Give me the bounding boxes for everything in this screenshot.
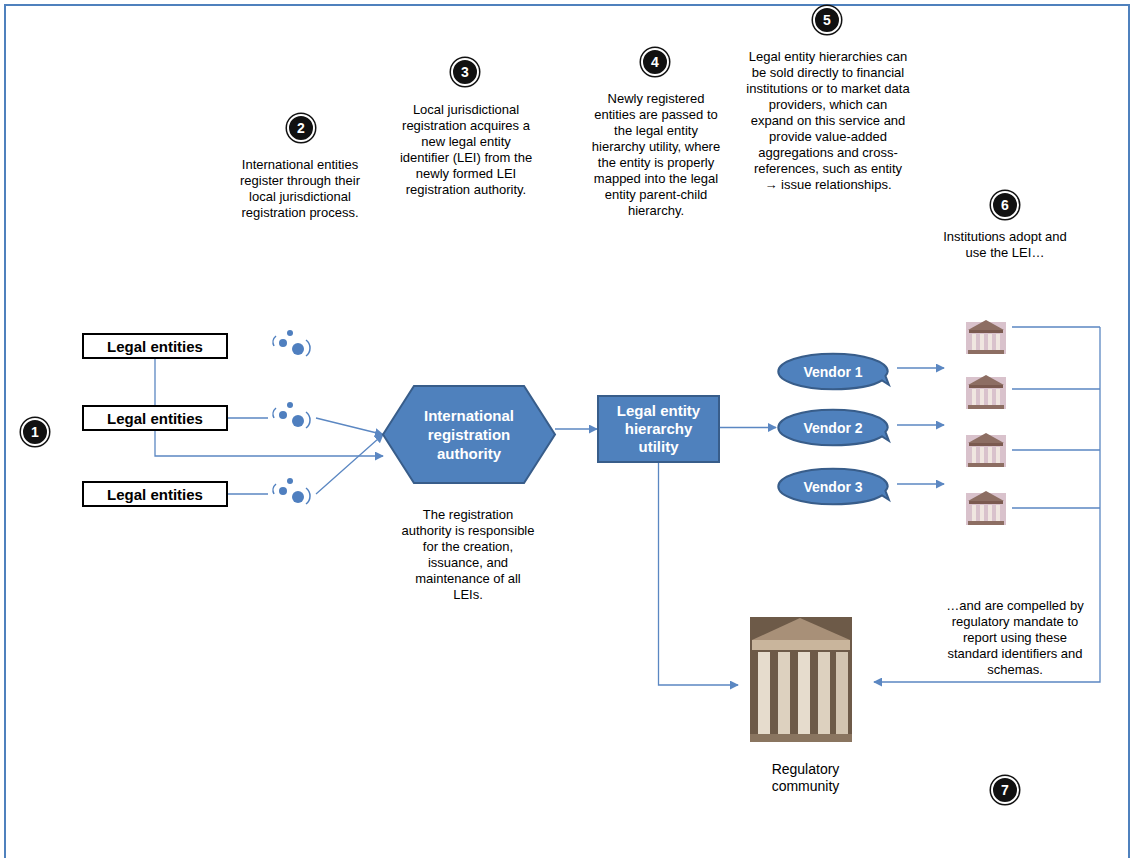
callout-number: 6 (991, 191, 1019, 219)
annotation-text: Institutions adopt and use the LEI… (938, 229, 1072, 261)
connector (228, 435, 383, 495)
node-text: Legal entities (107, 338, 203, 355)
connector (720, 427, 776, 428)
utility-box: Legal entity hierarchy utility (597, 395, 720, 463)
annotation-text: The registration authority is responsibl… (400, 507, 536, 603)
registration-blobs (273, 330, 310, 504)
vendor-institution-arrows (897, 368, 944, 484)
callout-number: 3 (451, 58, 479, 86)
institution-icon (966, 375, 1006, 409)
institution-icon (966, 433, 1006, 467)
annotation-text: International entities register through … (232, 157, 368, 221)
institution-icon (966, 320, 1006, 354)
annotation-text: Local jurisdictional registration acquir… (398, 102, 534, 198)
entity-box: Legal entities (82, 333, 228, 359)
annotation-text: Legal entity hierarchies can be sold dir… (746, 49, 910, 193)
regulatory-node: Regulatory community (738, 615, 873, 797)
callout-number: 2 (287, 114, 315, 142)
regulatory-building (750, 617, 852, 742)
callout-number: 4 (641, 48, 669, 76)
vendor-bubble: Vendor 2 (776, 409, 890, 446)
node-text: Regulatory community (742, 761, 869, 795)
node-text: Legal entity hierarchy utility (605, 402, 712, 456)
node-text: Vendor 2 (803, 420, 862, 436)
vendor-bubble: Vendor 1 (776, 353, 890, 390)
node-text: International registration authority (413, 406, 525, 463)
connector (228, 418, 383, 435)
vendor-bubble: Vendor 3 (776, 468, 890, 505)
connector (659, 463, 739, 685)
node-text: Legal entities (107, 486, 203, 503)
institution-icon (966, 491, 1006, 525)
callout-number: 5 (813, 6, 841, 34)
entity-box: Legal entities (82, 481, 228, 507)
entity-box: Legal entities (82, 405, 228, 431)
node-text: Vendor 1 (803, 364, 862, 380)
callout-number: 7 (991, 776, 1019, 804)
page-frame (5, 5, 1129, 858)
node-text: Legal entities (107, 410, 203, 427)
authority-hexagon: International registration authority (383, 386, 555, 483)
annotation-text: …and are compelled by regulatory mandate… (940, 598, 1090, 678)
institution-bracket (874, 327, 1100, 682)
connector (555, 428, 597, 429)
annotation-text: Newly registered entities are passed to … (586, 91, 726, 219)
node-text: Vendor 3 (803, 479, 862, 495)
callout-number: 1 (21, 418, 49, 446)
